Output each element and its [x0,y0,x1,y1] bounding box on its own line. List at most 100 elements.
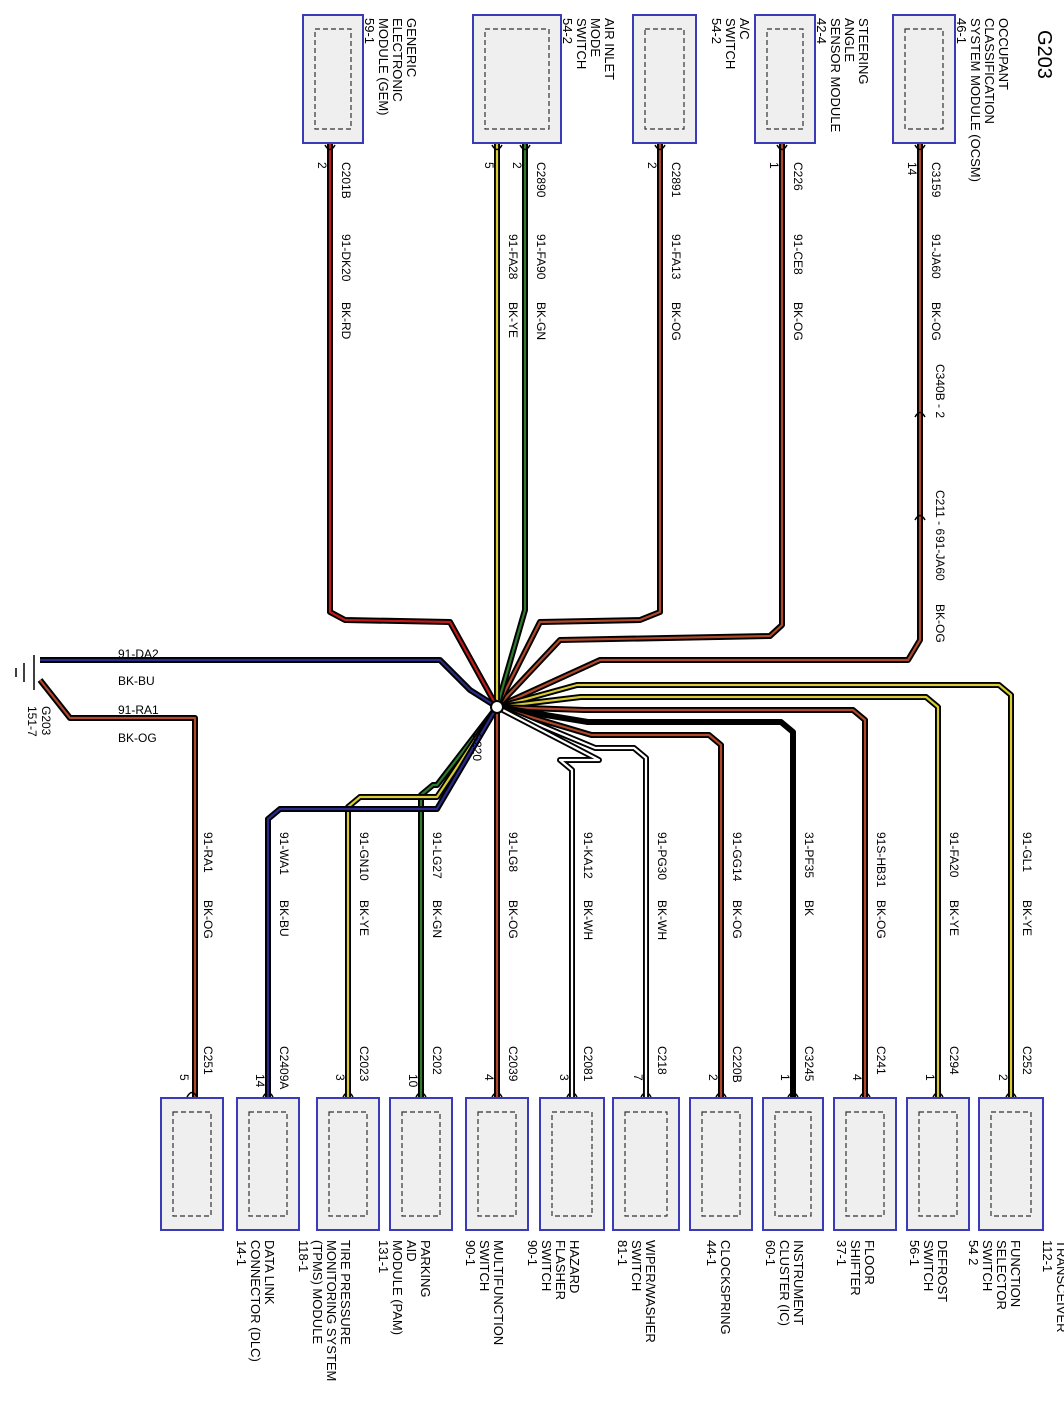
bottom-wire-9-circuit: 91-LG27 [430,832,444,879]
bottom-component-1-name-line-4: 112-1 [1040,1240,1055,1272]
bottom-component-4-name-line-3: 37-1 [834,1240,849,1266]
bottom-component-4-inner [774,1111,812,1217]
wire-top-4-stripe [495,143,527,708]
bottom-component-12 [160,1097,224,1231]
bottom-component-7-frame [539,1097,605,1231]
ground-wire-1-circuit: 91-DA2 [118,647,159,661]
top-component-5-name-line-2: ELECTRONIC [390,18,405,102]
top-wire-4-color: BK-GN [534,302,548,340]
bottom-component-1-connector: C252 [1020,1046,1034,1075]
top-component-3-pin: 2 [645,162,659,169]
bottom-wire-5-circuit: 91-GG14 [730,832,744,882]
bottom-component-4-name-line-1: FLOOR [862,1240,877,1285]
bottom-component-8-name-line-4: 90-1 [525,1240,540,1266]
bottom-wire-3-color: BK-OG [874,900,888,939]
bottom-component-1-pin: 2 [996,1074,1010,1081]
top-component-4-pin-2: 5 [482,162,496,169]
bottom-component-5 [689,1097,753,1231]
bottom-component-10-name-line-1: PARKING [418,1240,433,1298]
splice-node [490,700,504,714]
bottom-component-3-name-line-1: DEFROST [935,1240,950,1302]
bottom-wire-1-color: BK-YE [1020,900,1034,936]
top-component-2-name-line-4: 42-4 [814,18,829,44]
bottom-component-9-name-line-2: SWITCH [477,1240,492,1291]
bottom-component-8-name-line-2: FLASHER [553,1240,568,1300]
wire-top-3-stripe [496,143,662,708]
bottom-component-2-name-line-4: 54 2 [966,1240,981,1265]
wire-bottom-3 [496,704,868,1098]
inline-connector-1-mark [914,411,926,418]
bottom-component-5-pin: 2 [706,1074,720,1081]
top-component-4-name-line-3: SWITCH [574,18,589,69]
bottom-component-7-connector: C2081 [581,1046,595,1082]
top-component-1-pin: 14 [905,162,919,176]
top-component-1 [892,14,956,144]
bottom-wire-10-circuit: 91-GN10 [357,832,371,881]
bottom-component-4-pin: 1 [778,1074,792,1081]
top-component-2-name-line-2: ANGLE [842,18,857,62]
bottom-component-2-name-line-2: SELECTOR [994,1240,1009,1310]
bottom-component-2-connector: C294 [947,1046,961,1075]
bottom-component-2-pin: 1 [923,1074,937,1081]
top-component-4-frame [472,14,562,144]
bottom-component-8-inner [477,1111,517,1217]
bottom-wire-2-circuit: 91-FA20 [947,832,961,878]
top-component-2-frame [754,14,816,144]
top-wire-6-color: BK-RD [339,302,353,340]
bottom-component-3-name-line-2: SWITCH [921,1240,936,1291]
top-component-4-name-line-2: MODE [588,18,603,57]
bottom-wire-11-circuit: 91-WA1 [277,832,291,875]
ground-wire-2 [37,678,198,1098]
bottom-component-2 [906,1097,970,1231]
bottom-component-12-name-line-1: DATA LINK [262,1240,277,1305]
top-component-1-name-line-1: OCCUPANT [996,18,1011,90]
bottom-component-9-connector: C202 [430,1046,444,1075]
bottom-component-2-name-line-3: SWITCH [980,1240,995,1291]
bottom-component-8-connector: C2039 [506,1046,520,1082]
top-wire-6-connector-mark [324,144,336,151]
wire-bottom-5 [496,704,724,1098]
bottom-component-7 [539,1097,605,1231]
top-component-2-name-line-3: SENSOR MODULE [828,18,843,132]
bottom-component-2-name-line-1: FUNCTION [1008,1240,1023,1307]
top-component-1-connector: C3159 [929,162,943,198]
wire-bottom-5-stripe [496,705,723,1098]
top-wire-4-circuit: 91-FA90 [534,234,548,280]
bottom-component-10-name-line-3: MODULE (PAM) [390,1240,405,1335]
inline-wire-circuit: 91-JA60 [933,536,947,581]
top-wire-3-connector-mark [654,144,666,151]
bottom-wire-7-color: BK-WH [581,900,595,940]
bottom-component-11-pin: 14 [253,1074,267,1088]
wire-bottom-9-stripe [419,706,498,1098]
bottom-component-12-inner [172,1111,212,1217]
bottom-component-10-name-line-4: 131-1 [376,1240,391,1273]
bottom-component-10-frame [316,1097,380,1231]
bottom-component-3-connector: C241 [874,1046,888,1075]
top-component-4-connector: C2890 [534,162,548,198]
ground-symbol-icon [15,655,35,690]
inline-connector-2-label: C211 - 6 [933,490,947,535]
wire-top-3 [494,143,663,709]
bottom-wire-9-color: BK-GN [430,900,444,938]
ground-wire-2-color: BK-OG [118,731,157,745]
top-component-4-pin: 2 [510,162,524,169]
bottom-component-11-name-line-4: 118-1 [296,1240,311,1272]
bottom-component-1 [978,1097,1044,1231]
diagram-title: G203 [1033,30,1055,79]
bottom-component-5-frame [689,1097,753,1231]
bottom-component-4-connector: C3245 [802,1046,816,1082]
top-component-2 [754,14,816,144]
bottom-component-12-name-line-2: CONNECTOR (DLC) [248,1240,263,1362]
top-component-3-name-line-1: A/C [737,18,752,40]
top-wire-3-color: BK-OG [669,302,683,341]
top-component-5-inner [314,28,352,130]
top-component-3-connector: C2891 [669,162,683,198]
bottom-component-10-name-line-2: AID [404,1240,419,1262]
top-component-3-frame [632,14,697,144]
bottom-component-7-inner [551,1111,593,1217]
bottom-component-9-inner [401,1111,441,1217]
wire-top-1 [495,143,923,710]
wire-bottom-10-stripe [346,706,498,1098]
bottom-wire-10-color: BK-YE [357,900,371,936]
wire-bottom-6 [495,704,649,1098]
